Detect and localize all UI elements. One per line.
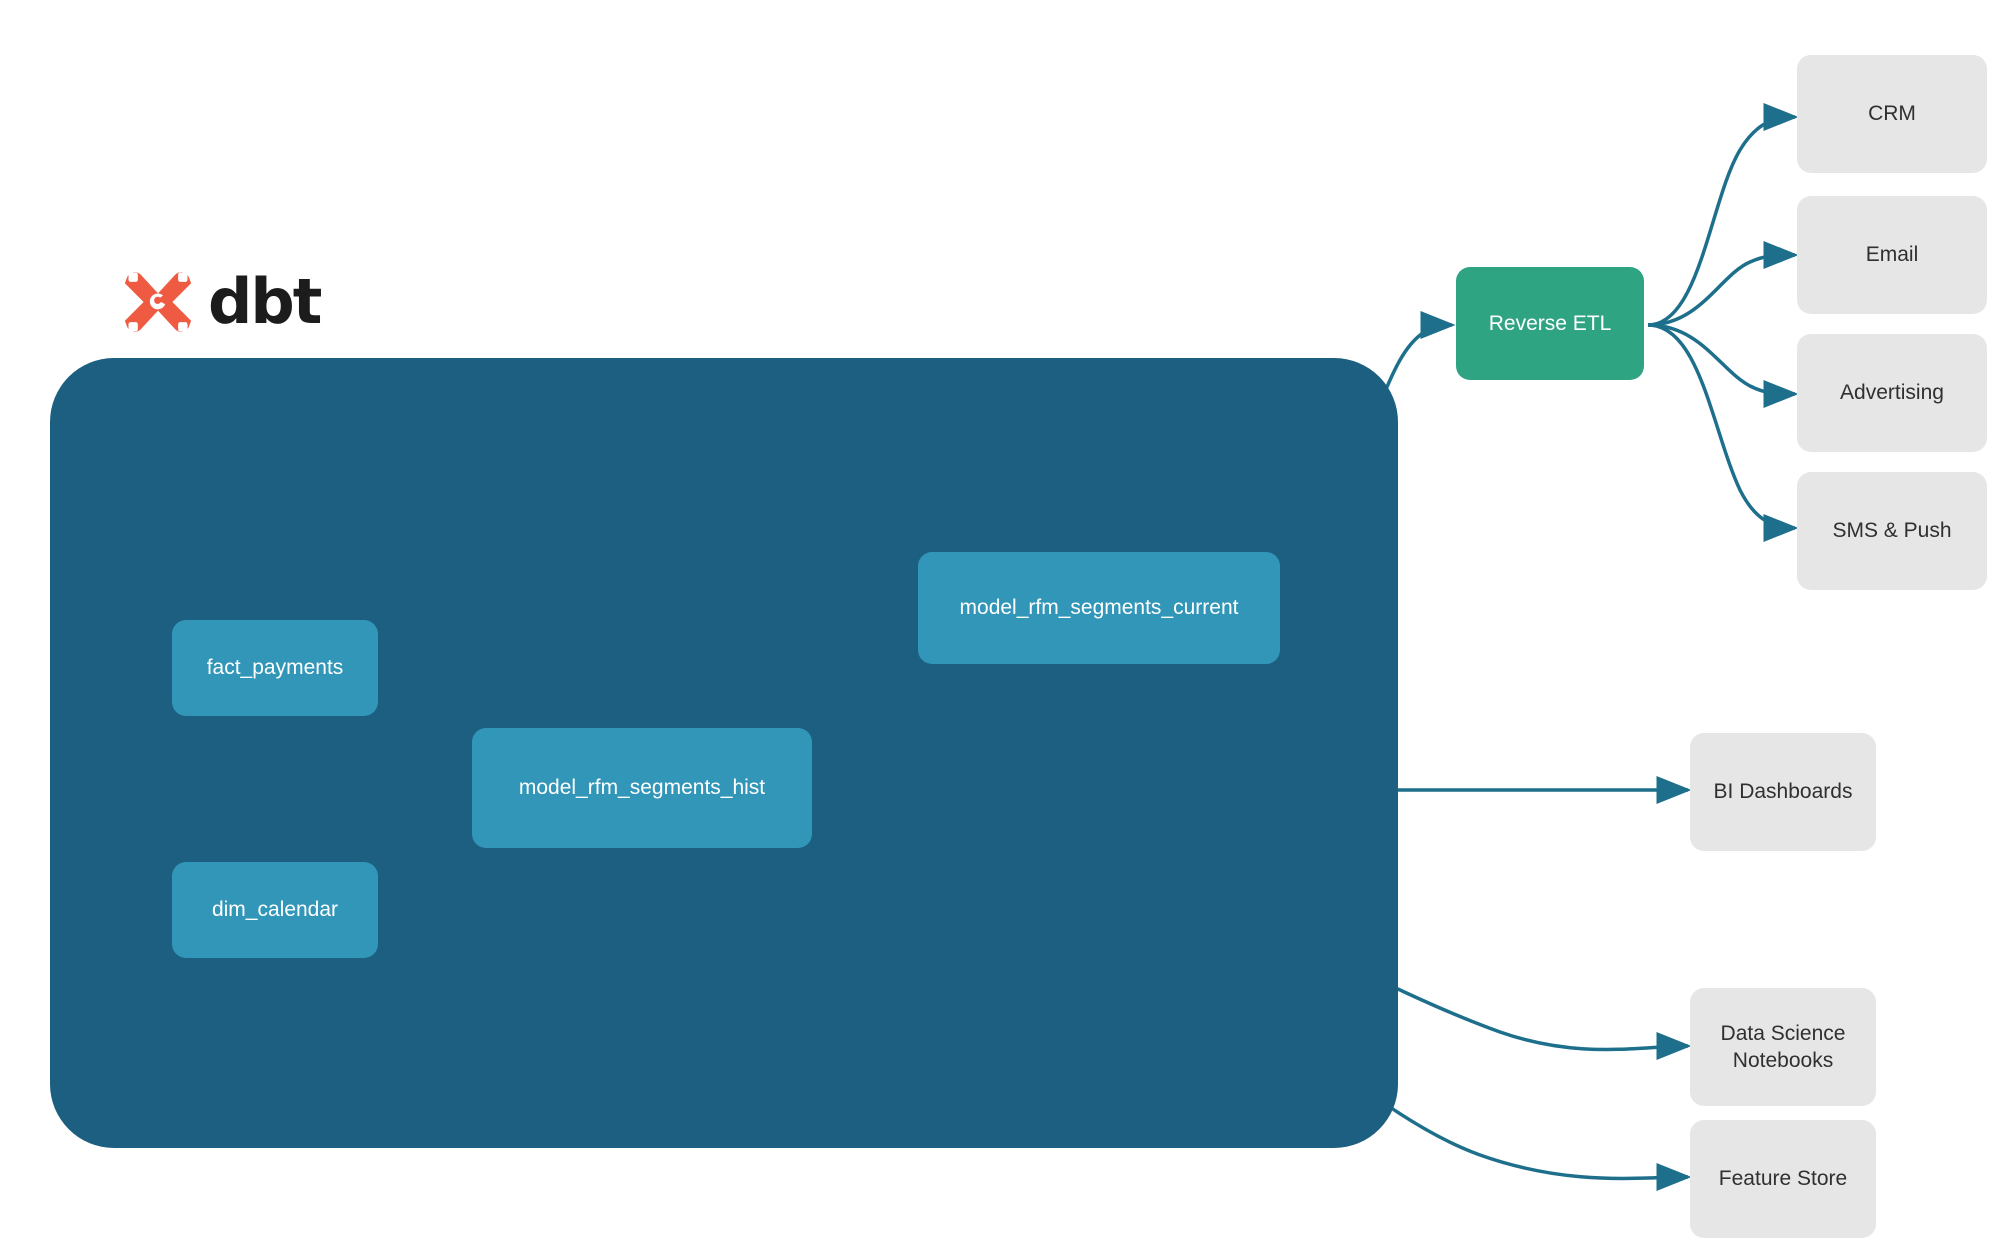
- node-label: Email: [1865, 243, 1919, 267]
- node-email[interactable]: Email: [1797, 196, 1987, 314]
- node-data-science-notebooks[interactable]: Data Science Notebooks: [1690, 988, 1876, 1106]
- dbt-logo: dbt: [122, 262, 332, 342]
- node-model-rfm-segments-hist[interactable]: model_rfm_segments_hist: [472, 728, 812, 848]
- node-label: model_rfm_segments_hist: [518, 776, 766, 800]
- node-label: dim_calendar: [211, 898, 339, 922]
- node-crm[interactable]: CRM: [1797, 55, 1987, 173]
- dbt-x-mark-icon: [124, 272, 192, 332]
- node-label: Data Science Notebooks: [1720, 1021, 1846, 1072]
- node-reverse-etl[interactable]: Reverse ETL: [1456, 267, 1644, 380]
- node-feature-store[interactable]: Feature Store: [1690, 1120, 1876, 1238]
- dbt-wordmark: dbt: [208, 265, 322, 338]
- edge-reverse-etl-to-advertising: [1647, 323, 1799, 409]
- node-label: SMS & Push: [1832, 519, 1952, 543]
- node-dim-calendar[interactable]: dim_calendar: [172, 862, 378, 958]
- node-label: Reverse ETL: [1488, 311, 1612, 335]
- node-label: fact_payments: [206, 656, 344, 680]
- node-bi-dashboards[interactable]: BI Dashboards: [1690, 733, 1876, 851]
- edge-reverse-etl-to-crm: [1647, 103, 1799, 327]
- node-advertising[interactable]: Advertising: [1797, 334, 1987, 452]
- node-label: model_rfm_segments_current: [959, 596, 1239, 620]
- node-fact-payments[interactable]: fact_payments: [172, 620, 378, 716]
- node-label: Feature Store: [1718, 1167, 1848, 1191]
- edge-reverse-etl-to-sms-push: [1647, 323, 1799, 542]
- node-label: CRM: [1868, 102, 1916, 126]
- node-label: Advertising: [1840, 381, 1944, 405]
- edge-reverse-etl-to-email: [1647, 240, 1799, 327]
- node-sms-push[interactable]: SMS & Push: [1797, 472, 1987, 590]
- node-model-rfm-segments-current[interactable]: model_rfm_segments_current: [918, 552, 1280, 664]
- node-label: BI Dashboards: [1713, 780, 1853, 804]
